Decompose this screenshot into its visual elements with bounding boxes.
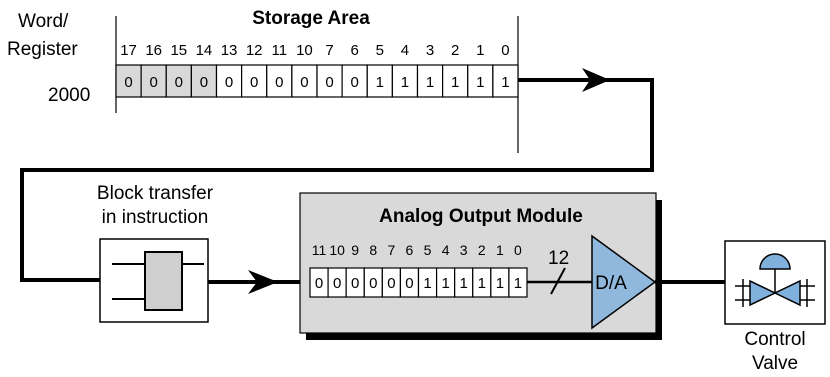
block-transfer-label-1: Block transfer bbox=[97, 183, 214, 204]
storage-bit-value: 0 bbox=[150, 74, 158, 91]
module-bit-value: 1 bbox=[441, 275, 449, 292]
storage-bit-cell bbox=[291, 64, 318, 98]
module-bit-value: 0 bbox=[387, 275, 395, 292]
module-bit-label: 7 bbox=[387, 242, 395, 258]
storage-bit-cell bbox=[266, 64, 293, 98]
bus-slash bbox=[550, 267, 566, 295]
storage-bit-value: 0 bbox=[275, 74, 283, 91]
module-bit-value: 1 bbox=[496, 275, 504, 292]
storage-bit-value: 0 bbox=[175, 74, 183, 91]
transfer-wire-top bbox=[20, 78, 654, 282]
storage-bit-value: 0 bbox=[225, 74, 233, 91]
storage-bit-value: 0 bbox=[351, 74, 359, 91]
storage-bit-label: 1 bbox=[476, 42, 484, 59]
module-bit-value: 1 bbox=[478, 275, 486, 292]
module-bit-label: 5 bbox=[424, 242, 432, 258]
module-bit-label: 1 bbox=[496, 242, 504, 258]
module-bit-label: 6 bbox=[406, 242, 414, 258]
storage-bit-label: 5 bbox=[376, 42, 384, 59]
storage-bit-label: 11 bbox=[272, 42, 288, 59]
module-bit-label: 0 bbox=[514, 242, 522, 258]
storage-bit-label: 12 bbox=[246, 42, 263, 59]
storage-bit-value: 1 bbox=[376, 74, 384, 91]
module-bit-label: 4 bbox=[442, 242, 450, 258]
valve-label-2: Valve bbox=[752, 353, 798, 374]
module-title: Analog Output Module bbox=[379, 206, 583, 227]
block-transfer-label-2: in instruction bbox=[102, 207, 209, 228]
storage-bit-cell bbox=[341, 64, 368, 98]
module-bit-label: 11 bbox=[312, 242, 327, 258]
storage-bit-label: 6 bbox=[351, 42, 359, 59]
control-valve-icon bbox=[724, 240, 826, 325]
storage-bit-label: 16 bbox=[145, 42, 162, 59]
storage-bit-cell bbox=[467, 64, 494, 98]
storage-bit-label: 3 bbox=[426, 42, 434, 59]
module-bit-label: 8 bbox=[369, 242, 377, 258]
word-label: Word/ bbox=[18, 11, 69, 32]
storage-bit-value: 0 bbox=[250, 74, 258, 91]
arrowhead-right-top bbox=[582, 68, 610, 92]
module-bit-label: 9 bbox=[351, 242, 359, 258]
bus-width-label: 12 bbox=[548, 248, 569, 269]
storage-bit-cell bbox=[316, 64, 343, 98]
arrowhead-right-bottom bbox=[248, 270, 278, 294]
d-a-converter bbox=[591, 234, 657, 330]
storage-bit-value: 1 bbox=[426, 74, 434, 91]
module-bit-value: 1 bbox=[423, 275, 431, 292]
register-address: 2000 bbox=[48, 85, 90, 106]
storage-bit-label: 4 bbox=[401, 42, 409, 59]
storage-bit-label: 13 bbox=[221, 42, 238, 59]
register-label: Register bbox=[7, 39, 78, 60]
module-bit-value: 0 bbox=[315, 275, 323, 292]
storage-bit-label: 17 bbox=[120, 42, 137, 59]
storage-bit-value: 0 bbox=[124, 74, 132, 91]
storage-bit-label: 15 bbox=[170, 42, 187, 59]
storage-bit-label: 10 bbox=[296, 42, 313, 59]
storage-bit-value: 1 bbox=[476, 74, 484, 91]
storage-bit-cell bbox=[442, 64, 469, 98]
module-bit-label: 2 bbox=[478, 242, 486, 258]
storage-bit-value: 0 bbox=[200, 74, 208, 91]
module-bit-value: 0 bbox=[405, 275, 413, 292]
module-bit-value: 0 bbox=[351, 275, 359, 292]
storage-bit-cell bbox=[492, 64, 519, 98]
storage-bit-cell bbox=[165, 64, 192, 98]
module-bit-value: 1 bbox=[460, 275, 468, 292]
module-bit-value: 1 bbox=[514, 275, 522, 292]
module-bit-value: 0 bbox=[333, 275, 341, 292]
storage-bit-cell bbox=[391, 64, 419, 98]
storage-bit-cell bbox=[190, 64, 218, 98]
storage-bit-cell bbox=[366, 64, 393, 98]
storage-bit-label: 7 bbox=[325, 42, 333, 59]
storage-bit-cell bbox=[241, 64, 268, 98]
d-a-label: D/A bbox=[595, 273, 627, 294]
storage-bit-value: 0 bbox=[325, 74, 333, 91]
storage-bit-label: 14 bbox=[196, 42, 213, 59]
module-bit-label: 10 bbox=[329, 242, 345, 258]
storage-bit-value: 1 bbox=[451, 74, 459, 91]
storage-bit-label: 2 bbox=[451, 42, 459, 59]
block-transfer-icon bbox=[99, 238, 209, 323]
storage-bit-value: 0 bbox=[300, 74, 308, 91]
storage-bit-label: 0 bbox=[501, 42, 509, 59]
valve-label-1: Control bbox=[744, 329, 805, 350]
storage-area-title: Storage Area bbox=[252, 8, 370, 29]
storage-bit-value: 1 bbox=[501, 74, 509, 91]
module-bit-label: 3 bbox=[460, 242, 468, 258]
storage-bit-value: 1 bbox=[401, 74, 409, 91]
module-bit-value: 0 bbox=[369, 275, 377, 292]
